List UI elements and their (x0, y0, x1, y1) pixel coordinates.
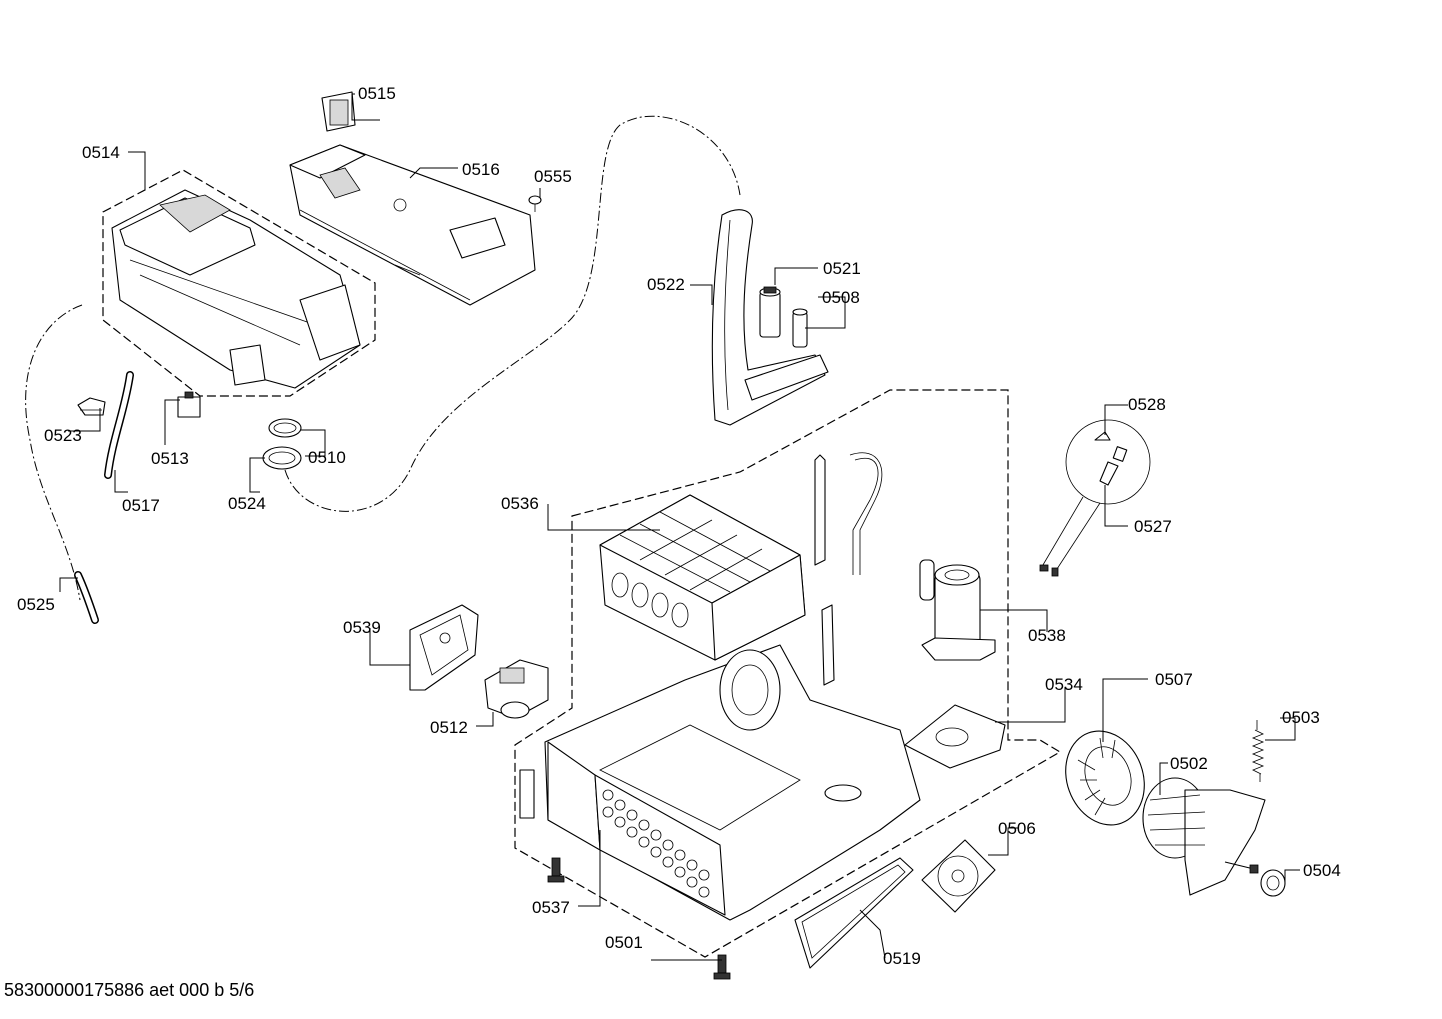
document-footer-code: 58300000175886 aet 000 b 5/6 (4, 980, 255, 1000)
label-0538: 0538 (1028, 626, 1066, 645)
label-0527: 0527 (1134, 517, 1172, 536)
label-0502: 0502 (1170, 754, 1208, 773)
label-0536: 0536 (501, 494, 539, 513)
assembly-boundary-main (514, 389, 1062, 958)
label-0524: 0524 (228, 494, 266, 513)
label-0517: 0517 (122, 496, 160, 515)
part-0514-tray (111, 189, 361, 389)
label-0519: 0519 (883, 949, 921, 968)
cable-path (284, 115, 741, 512)
label-0507: 0507 (1155, 670, 1193, 689)
leader-lines (59, 93, 1300, 961)
part-0510-ring (268, 418, 302, 438)
part-0555-knob (528, 195, 542, 212)
label-0523: 0523 (44, 426, 82, 445)
part-0501-screw (713, 954, 731, 980)
part-0508-capacitor (792, 308, 808, 348)
hose-path (25, 304, 83, 601)
label-0503: 0503 (1282, 708, 1320, 727)
label-0508: 0508 (822, 288, 860, 307)
part-0537-screw (547, 857, 565, 883)
label-0510: 0510 (308, 448, 346, 467)
part-0503-spring (1251, 720, 1265, 782)
assembly-boundary-upper-left (102, 169, 376, 397)
detail-line-a (1039, 496, 1084, 571)
label-0521: 0521 (823, 259, 861, 278)
part-0516-cover (289, 144, 536, 306)
label-0522: 0522 (647, 275, 685, 294)
part-0528-sensor-cap (1094, 431, 1111, 441)
label-0514: 0514 (82, 143, 120, 162)
label-0512: 0512 (430, 718, 468, 737)
part-0521-capacitor (759, 286, 781, 338)
part-0507-fan-wheel (1065, 730, 1145, 826)
detail-line-b (1054, 502, 1101, 573)
label-0555: 0555 (534, 167, 572, 186)
label-0539: 0539 (343, 618, 381, 637)
detail-circle (1065, 419, 1151, 505)
label-0528: 0528 (1128, 395, 1166, 414)
label-0504: 0504 (1303, 861, 1341, 880)
label-0525: 0525 (17, 595, 55, 614)
part-0513-switch (177, 391, 201, 418)
part-0515-clip (321, 91, 356, 132)
part-0534-plate (904, 704, 1006, 769)
part-0506-fan (921, 839, 996, 913)
part-0523-bracket (77, 397, 106, 416)
part-0539-panel (409, 604, 479, 691)
part-0519-seal (794, 857, 914, 969)
label-0534: 0534 (1045, 675, 1083, 694)
label-0516: 0516 (462, 160, 500, 179)
part-0522-duct (711, 209, 829, 426)
part-0512-pump (484, 659, 549, 719)
part-0538-compressor (919, 559, 996, 661)
label-0501: 0501 (605, 933, 643, 952)
part-0527-sensor (1039, 446, 1128, 577)
label-0513: 0513 (151, 449, 189, 468)
label-0506: 0506 (998, 819, 1036, 838)
part-0502-motor (1142, 777, 1266, 896)
label-0515: 0515 (358, 84, 396, 103)
part-base-housing (519, 604, 921, 921)
part-0536-heat-exchanger (599, 452, 883, 661)
part-0504-pulley (1260, 869, 1286, 897)
label-0537: 0537 (532, 898, 570, 917)
